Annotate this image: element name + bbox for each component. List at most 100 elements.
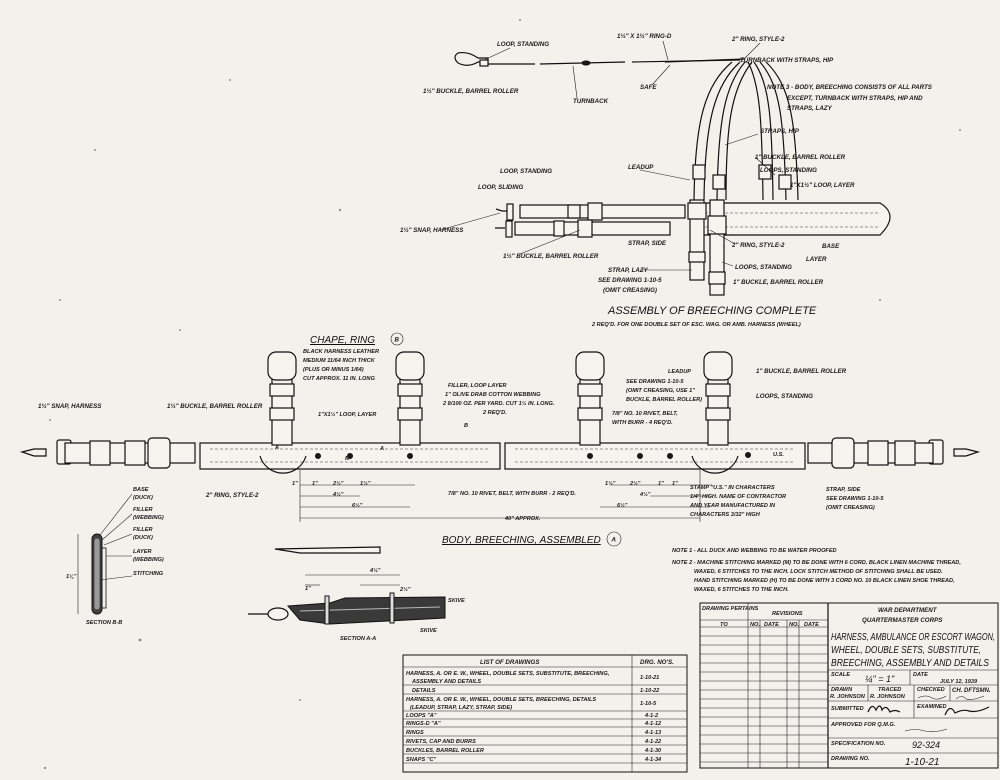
table-cell: DETAILS: [412, 688, 436, 694]
label-ring-style2: 2" RING, STYLE-2: [205, 492, 259, 499]
dimension: 2½": [629, 480, 641, 487]
dimension: 1": [305, 586, 311, 592]
drawing-no-label: DRAWING NO.: [831, 756, 870, 762]
drawing-title-line: WHEEL, DOUBLE SETS, SUBSTITUTE,: [831, 645, 981, 656]
dimension: 1": [312, 481, 318, 487]
drawn-label: DRAWN: [831, 687, 853, 693]
pertains-label: DRAWING PERTAINS: [702, 606, 759, 612]
right-snap-icon: [953, 448, 981, 457]
rivet-spec-line: 7/8" NO. 10 RIVET, BELT,: [612, 411, 678, 417]
dimension: 6½": [617, 502, 628, 509]
label-ring-d: 1½" X 1½" RING-D: [617, 33, 672, 40]
section-ref: B: [464, 423, 468, 429]
stamp-spec-line: STAMP "U.S." IN CHARACTERS: [690, 485, 775, 491]
label-loop-layer: 1"X1½" LOOP, LAYER: [318, 411, 376, 418]
table-row: RINGS-D "A" 4-1-12: [406, 721, 662, 727]
list-of-drawings-table: LIST OF DRAWINGS DRG. NO'S. HARNESS, A. …: [402, 654, 688, 773]
table-cell: RINGS-D "A": [406, 721, 441, 727]
label-leadup: LEADUP: [628, 164, 654, 171]
label-turnback-hip: TURNBACK WITH STRAPS, HIP: [740, 57, 834, 64]
dimension: 1": [672, 481, 678, 487]
dimension: 1½": [360, 480, 371, 487]
label-loops-standing: LOOPS, STANDING: [760, 167, 817, 174]
label-snap-harness: 1½" SNAP, HARNESS: [38, 403, 102, 410]
approved-label: APPROVED FOR Q.M.G.: [830, 722, 896, 728]
table-cell: BUCKLES, BARREL ROLLER: [406, 748, 484, 754]
filler-spec-line: FILLER, LOOP LAYER: [448, 383, 506, 389]
layer-label: FILLER: [133, 507, 153, 513]
layer-label: FILLER: [133, 527, 153, 533]
table-cell: 1-10-22: [640, 688, 660, 694]
label-loops-standing-2: LOOPS, STANDING: [735, 264, 792, 271]
label-snap-harness: 1½" SNAP, HARNESS: [400, 227, 464, 234]
label-rivet-2: 7/8" NO. 10 RIVET, BELT, WITH BURR - 2 R…: [448, 491, 576, 497]
stamp-spec-line: CHARACTERS 3/32" HIGH: [690, 512, 761, 518]
table-cell: 4-1-12: [644, 721, 662, 727]
section-bb-title: SECTION B-B: [86, 620, 122, 626]
checked-signature: [917, 695, 947, 700]
filler-spec-line: 1" OLIVE DRAB COTTON WEBBING: [445, 392, 541, 398]
examined-label: EXAMINED: [917, 704, 947, 710]
revisions-label: REVISIONS: [772, 611, 803, 617]
layer-label: BASE: [133, 487, 149, 493]
chape-spec-line: CUT APPROX. 11 IN. LONG: [303, 376, 375, 382]
table-row: HARNESS, A. OR E. W., WHEEL, DOUBLE SETS…: [406, 671, 659, 685]
filler-spec-line: 2 8/100 OZ. PER YARD. CUT 1½ IN. LONG.: [442, 400, 555, 407]
label-safe: SAFE: [640, 84, 657, 91]
checked-label: CHECKED: [917, 687, 945, 693]
note-3-line-3: STRAPS, LAZY: [787, 105, 833, 112]
table-cell: RINGS: [406, 730, 424, 736]
filler-spec-line: 2 REQ'D.: [482, 410, 507, 416]
label-layer: LAYER: [806, 256, 827, 263]
label-buckle-1in-2: 1" BUCKLE, BARREL ROLLER: [733, 279, 824, 286]
label-buckle-left: 1½" BUCKLE, BARREL ROLLER: [167, 403, 263, 410]
label-strap-lazy-note: (OMIT CREASING): [603, 287, 657, 294]
note-2-line: WAXED, 6 STITCHES TO THE INCH. LOCK STIT…: [694, 569, 943, 575]
drawing-number: 1-10-21: [905, 757, 939, 768]
note-2-line: WAXED, 6 STITCHES TO THE INCH.: [694, 587, 789, 593]
strap-side-line: (OMIT CREASING): [826, 505, 875, 511]
to-label: TO: [720, 622, 728, 628]
drawing-title-line: HARNESS, AMBULANCE OR ESCORT WAGON,: [831, 632, 995, 643]
label-loop-standing: LOOP, STANDING: [497, 41, 549, 48]
label-strap-lazy: STRAP, LAZY: [608, 267, 649, 274]
examined-signature: [944, 706, 990, 716]
strap-side-line: STRAP, SIDE: [826, 487, 861, 493]
left-snap-icon: [19, 448, 47, 457]
table-cell: 1-10-21: [640, 675, 659, 681]
label-loop-sliding: LOOP, SLIDING: [478, 184, 523, 191]
rev-no-label: NO.: [789, 622, 799, 628]
breeching-assembly-complete-drawing: [454, 51, 891, 296]
dimension: 4½": [639, 491, 651, 498]
submitted-signature: [867, 705, 901, 713]
assembly-labels: LOOP, STANDING 1½" X 1½" RING-D 2" RING,…: [400, 33, 933, 328]
label-base: BASE: [822, 243, 840, 250]
section-aa-title: SECTION A-A: [340, 636, 376, 642]
scale-value: ¼" = 1": [865, 674, 895, 684]
dimension: 4½": [369, 567, 381, 574]
chape-ring: [267, 351, 733, 446]
body-breeching-labels: CHAPE, RING B BLACK HARNESS LEATHER MEDI…: [38, 332, 884, 547]
table-row: DETAILS 1-10-22: [412, 688, 660, 694]
paper-specks: [43, 19, 961, 770]
table-cell: RIVETS, CAP AND BURRS: [406, 739, 476, 745]
label-buckle-1in: 1" BUCKLE, BARREL ROLLER: [756, 368, 847, 375]
body-breeching-drawing: [19, 351, 981, 522]
section-a-a: 4½" 1" 2½" SKIVE SKIVE SECTION A-A: [248, 546, 465, 642]
rev-date-label: DATE: [764, 622, 779, 628]
leadup-spec-line: SEE DRAWING 1-10-5: [626, 379, 684, 385]
chape-spec-line: MEDIUM 11/64 INCH THICK: [303, 358, 376, 364]
stitch-mark: M: [345, 456, 350, 462]
stamp-spec-line: 1/4" HIGH. NAME OF CONTRACTOR: [690, 494, 786, 500]
dimension: 4½": [332, 491, 344, 498]
traced-by: R. JOHNSON: [870, 694, 906, 700]
skive-label: SKIVE: [448, 598, 465, 604]
rev-no-label: NO.: [750, 622, 760, 628]
table-cell: 1-10-5: [640, 701, 657, 707]
layer-label: (DUCK): [133, 495, 153, 501]
section-b-b: 1¼" BASE (DUCK) FILLER (WEBBING) FILLER …: [66, 487, 164, 626]
